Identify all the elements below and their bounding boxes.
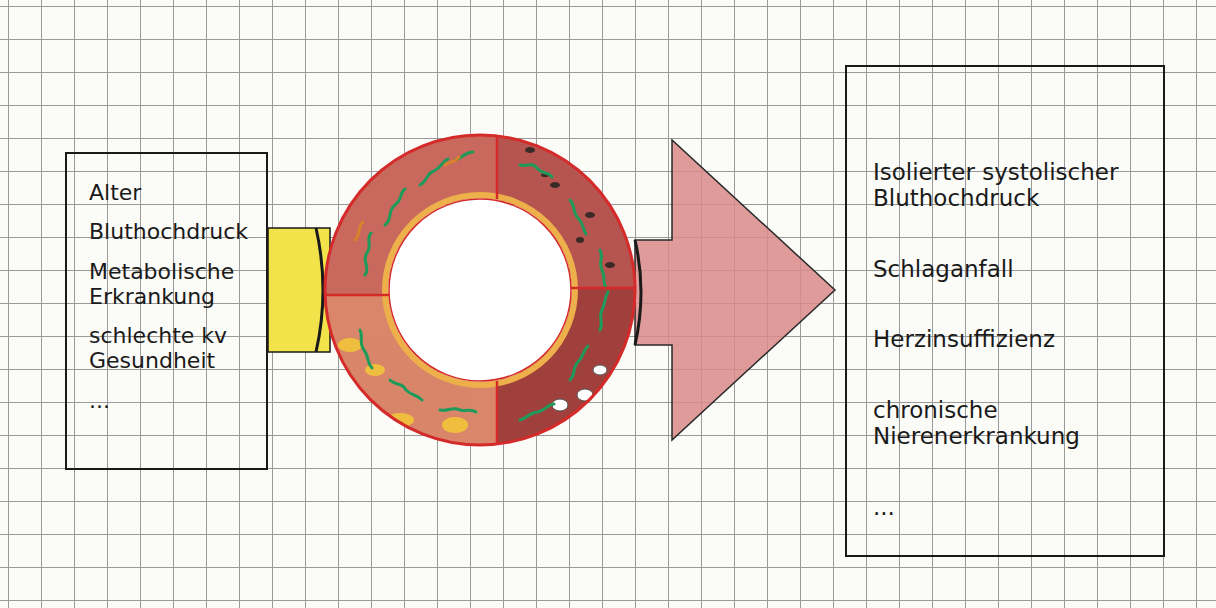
list-item: schlechte kv Gesundheit (89, 323, 258, 374)
list-item: ... (89, 388, 258, 413)
list-item: Alter (89, 180, 258, 205)
outer-wall (325, 135, 635, 445)
list-item: Metabolische Erkrankung (89, 259, 258, 310)
list-item: chronische Nierenerkrankung (873, 397, 1147, 450)
elastic-fibers (360, 152, 608, 420)
list-item: Bluthochdruck (89, 219, 258, 244)
list-item: Isolierter systolischer Bluthochdruck (873, 159, 1147, 212)
connector-bar (268, 228, 330, 352)
list-box: Isolierter systolischer BluthochdruckSch… (845, 65, 1165, 557)
vessel-lumen (389, 199, 571, 381)
section-dividers (326, 136, 634, 444)
list-item: Schlaganfall (873, 256, 1147, 282)
list-item: Herzinsuffizienz (873, 326, 1147, 352)
list-item: ... (873, 494, 1147, 520)
intima-layer (385, 195, 575, 385)
bracket-line (316, 228, 323, 352)
arrow-head (635, 140, 835, 440)
list-box: AlterBluthochdruckMetabolische Erkrankun… (65, 152, 268, 470)
